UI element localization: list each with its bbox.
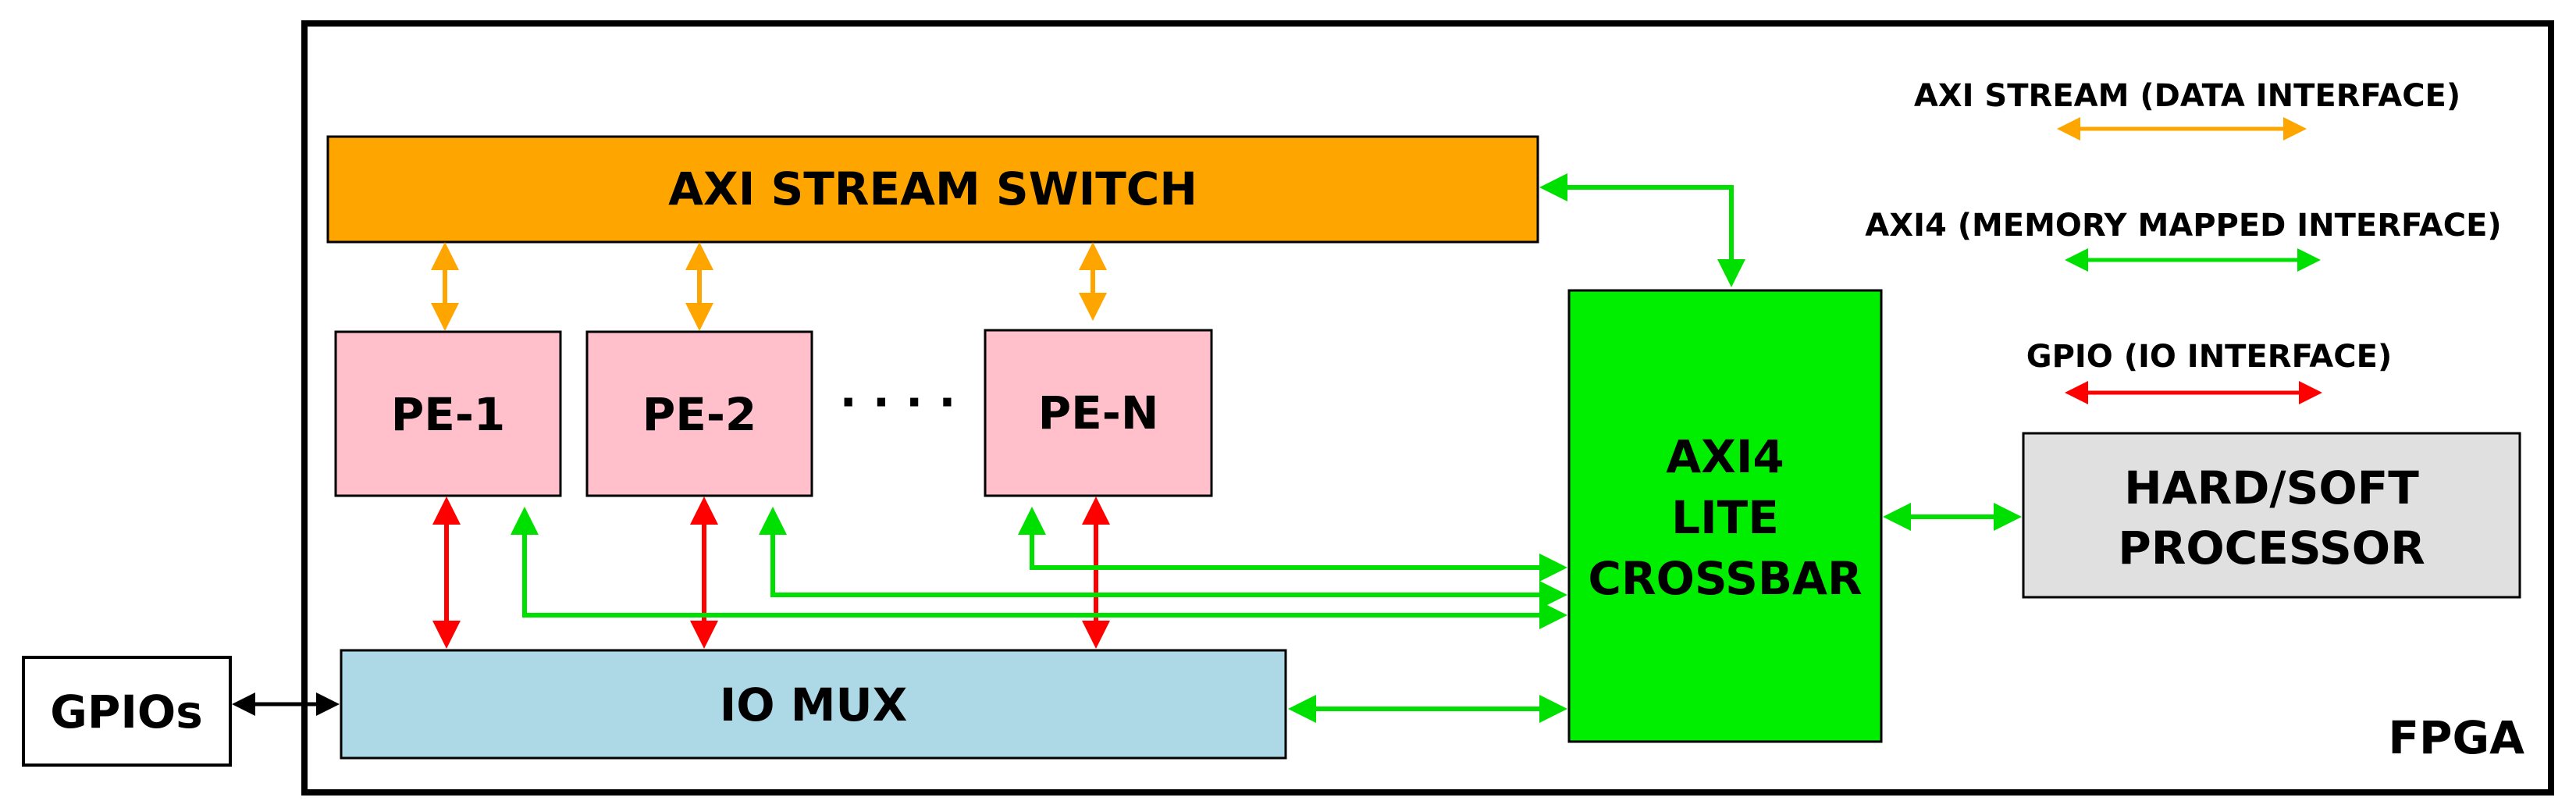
processor-label-line-2: PROCESSOR (2118, 521, 2425, 575)
axi-stream-switch: AXI STREAM SWITCH (326, 135, 1539, 244)
legend-label-axi4: AXI4 (MEMORY MAPPED INTERFACE) (1865, 208, 2501, 244)
pe-n-axi4-link (1018, 507, 1567, 582)
processor-label-line-1: HARD/SOFT (2124, 461, 2419, 514)
pe-2-axi4-link (759, 507, 1567, 609)
pe-1-box (334, 330, 562, 497)
io-mux-label: IO MUX (720, 678, 908, 731)
pe-1-label: PE-1 (391, 388, 506, 441)
pe-1-block: PE-1 (334, 330, 562, 497)
gpios-label: GPIOs (50, 685, 203, 739)
axi-stream-switch-box (326, 135, 1539, 244)
pe-n-block: PE-N (984, 329, 1213, 497)
fpga-label: FPGA (2388, 711, 2524, 764)
legend-label-gpio: GPIO (IO INTERFACE) (2026, 339, 2392, 375)
pe-2-box (585, 330, 813, 497)
axi-stream-switch-label: AXI STREAM SWITCH (668, 162, 1197, 215)
crossbar-label-line-3: CROSSBAR (1588, 552, 1862, 605)
hard-soft-processor: HARD/SOFT PROCESSOR (2022, 432, 2521, 599)
gpios-box (22, 656, 232, 767)
switch-crossbar-axi4-link (1539, 173, 1745, 287)
io-mux: IO MUX (340, 649, 1287, 760)
io-mux-box (340, 649, 1287, 760)
pe-ellipsis: · · · · (840, 376, 956, 429)
pe-1-axi4-link (511, 507, 1567, 629)
axi4-connections (511, 173, 2022, 723)
crossbar-box (1567, 289, 1883, 743)
processor-box (2022, 432, 2521, 599)
pe-n-box (984, 329, 1213, 497)
crossbar-label-line-1: AXI4 (1666, 430, 1784, 483)
pe-2-block: PE-2 (585, 330, 813, 497)
legend-label-axi-stream: AXI STREAM (DATA INTERFACE) (1914, 78, 2460, 114)
axi-stream-connections (431, 242, 1107, 331)
crossbar-label-line-2: LITE (1671, 491, 1779, 544)
pe-n-label: PE-N (1038, 386, 1159, 440)
axi4-lite-crossbar: AXI4 LITE CROSSBAR (1567, 289, 1883, 743)
gpios-block: GPIOs (22, 656, 232, 767)
legend: AXI STREAM (DATA INTERFACE) AXI4 (MEMORY… (1865, 78, 2502, 404)
pe-2-label: PE-2 (642, 388, 757, 441)
